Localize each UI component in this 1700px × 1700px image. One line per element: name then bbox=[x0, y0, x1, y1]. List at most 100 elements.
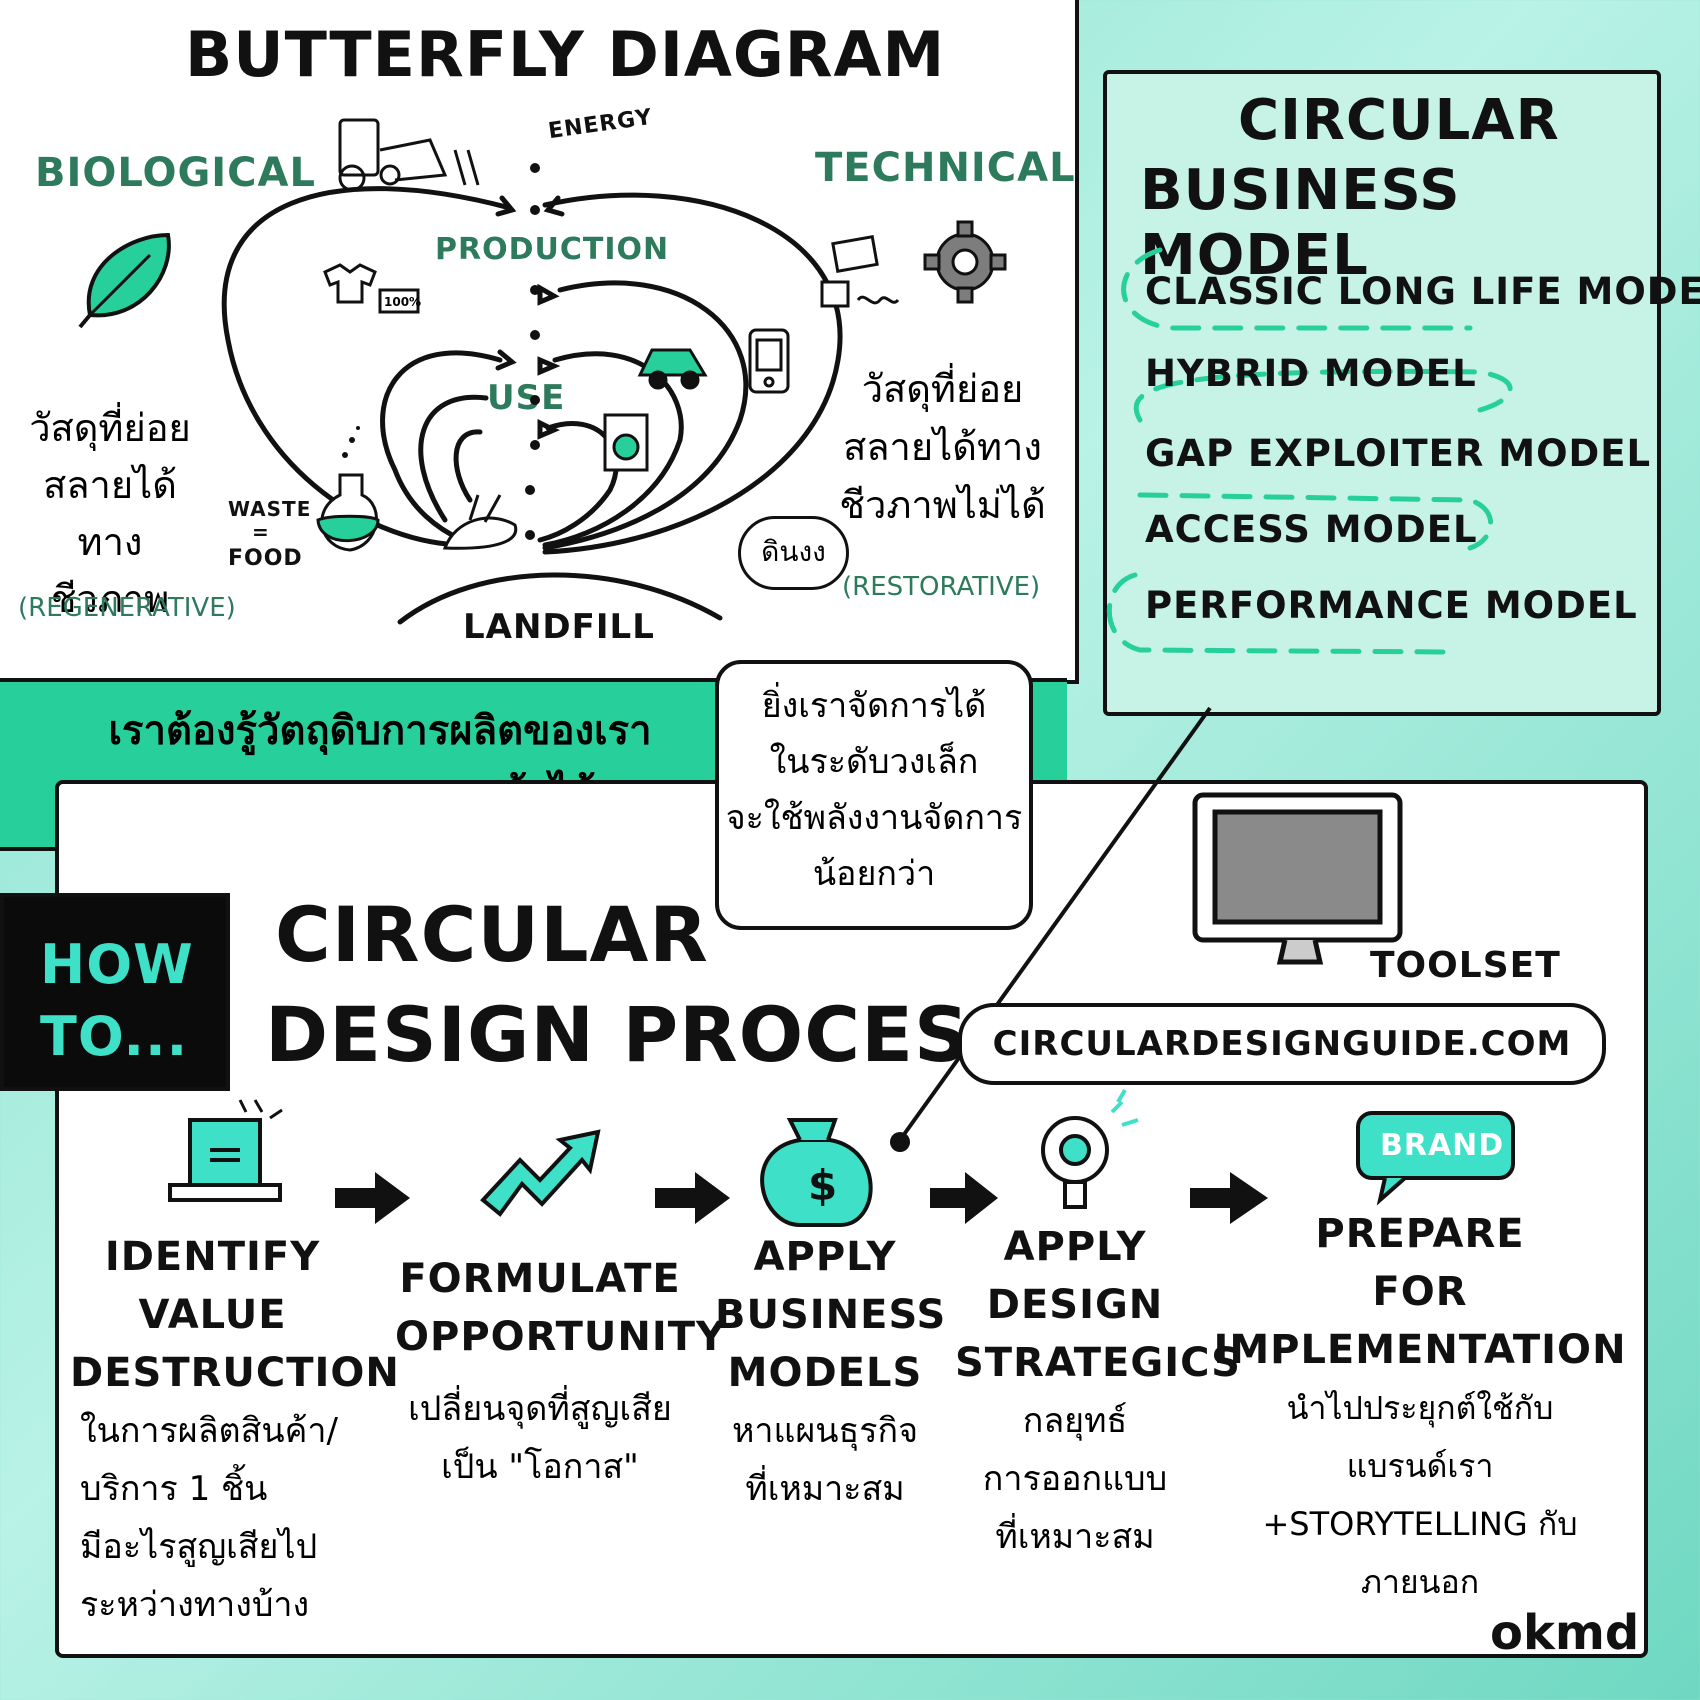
washing-machine-icon bbox=[603, 413, 649, 472]
cbm-title-line2: BUSINESS MODEL bbox=[1140, 158, 1461, 288]
how-to-box: HOW TO... bbox=[0, 893, 230, 1091]
note-line: ในระดับวงเล็ก bbox=[769, 742, 979, 782]
step-title-line: VALUE bbox=[138, 1292, 287, 1338]
step-desc-line: มีอะไรสูญเสียไป bbox=[80, 1527, 318, 1567]
biodegradable-text: วัสดุที่ย่อย สลายได้ทาง ชีวภาพ bbox=[15, 400, 205, 628]
cbm-item: PERFORMANCE MODEL bbox=[1145, 584, 1638, 627]
url-text[interactable]: CIRCULARDESIGNGUIDE.COM bbox=[992, 1024, 1572, 1064]
butterfly-panel bbox=[0, 0, 1079, 684]
flask-icon bbox=[316, 473, 380, 552]
leaf-icon bbox=[78, 232, 171, 329]
regenerative-label: (REGENERATIVE) bbox=[18, 593, 236, 623]
banner-line: เราต้องรู้วัตถุดิบการผลิตของเรา bbox=[108, 708, 652, 754]
bio-inner-loop bbox=[380, 350, 503, 543]
use-label: USE bbox=[487, 378, 566, 418]
landfill-mound bbox=[397, 572, 723, 625]
bio-small-loop bbox=[418, 394, 489, 523]
tech-thai-line: สลายได้ทาง bbox=[843, 425, 1042, 469]
device-parts-icon bbox=[820, 235, 900, 308]
tech-loop-4 bbox=[537, 421, 619, 543]
process-title-line2: DESIGN PROCESS bbox=[265, 990, 1023, 1079]
step-title: PREPARE FOR IMPLEMENTATION bbox=[1210, 1205, 1630, 1379]
step-title-line: DESTRUCTION bbox=[70, 1350, 400, 1396]
okmd-logo: okmd bbox=[1490, 1605, 1640, 1661]
equals-label: = bbox=[252, 520, 270, 544]
step-desc-line: ในการผลิตสินค้า/ bbox=[80, 1411, 338, 1451]
waste-label: WASTE bbox=[228, 497, 312, 521]
restorative-label: (RESTORATIVE) bbox=[842, 572, 1041, 602]
bio-thai-line: สลายได้ทาง bbox=[43, 463, 177, 564]
brand-tag: BRAND bbox=[1380, 1128, 1505, 1163]
step-desc-line: กลยุทธ์ bbox=[1022, 1401, 1128, 1441]
step-title: IDENTIFY VALUE DESTRUCTION bbox=[70, 1228, 400, 1402]
cbm-item: GAP EXPLOITER MODEL bbox=[1145, 432, 1652, 475]
step-business-models: APPLY BUSINESS MODELS หาแผนธุรกิจ ที่เหม… bbox=[715, 1228, 947, 1518]
step-identify: IDENTIFY VALUE DESTRUCTION ในการผลิตสินค… bbox=[70, 1228, 400, 1634]
food-label: FOOD bbox=[228, 546, 303, 571]
technical-label: TECHNICAL bbox=[815, 145, 1076, 191]
step-desc-line: ระหว่างทางบ้าง bbox=[80, 1585, 310, 1625]
tech-loop-3 bbox=[542, 351, 684, 548]
step-desc: ในการผลิตสินค้า/ บริการ 1 ชิ้น มีอะไรสูญ… bbox=[70, 1402, 355, 1634]
step-title-line: PREPARE bbox=[1315, 1211, 1525, 1257]
gear-icon bbox=[923, 220, 1007, 304]
note-line: ยิ่งเราจัดการได้ bbox=[761, 686, 987, 726]
bubbles-dots bbox=[342, 426, 360, 458]
step-title-line: FOR bbox=[1372, 1269, 1468, 1315]
soil-bubble-text: ดินงง bbox=[761, 535, 826, 568]
note-text: ยิ่งเราจัดการได้ ในระดับวงเล็ก จะใช้พลัง… bbox=[719, 664, 1029, 902]
arrowhead bbox=[543, 195, 565, 217]
biological-label: BIOLOGICAL bbox=[35, 150, 316, 196]
step-desc: กลยุทธ์ การออกแบบ ที่เหมาะสม bbox=[955, 1392, 1195, 1566]
step-title-line: IDENTIFY bbox=[104, 1234, 321, 1280]
tech-thai-line: ชีวภาพไม่ได้ bbox=[839, 483, 1046, 527]
tech-loop-2 bbox=[542, 280, 749, 551]
bio-thai-line: ชีวภาพ bbox=[50, 577, 170, 621]
arrowhead bbox=[495, 349, 517, 371]
tech-thai-line: วัสดุที่ย่อย bbox=[861, 367, 1024, 411]
percent-tag: 100% bbox=[384, 295, 421, 309]
bio-thai-line: วัสดุที่ย่อย bbox=[29, 406, 191, 450]
step-desc-line: การออกแบบ bbox=[982, 1459, 1168, 1499]
farm-icon bbox=[338, 118, 480, 192]
step-desc-line: บริการ 1 ชิ้น bbox=[80, 1469, 268, 1509]
step-title: FORMULATE OPPORTUNITY bbox=[395, 1250, 727, 1366]
step-desc-line: ที่เหมาะสม bbox=[745, 1469, 905, 1509]
tech-outer-loop bbox=[542, 192, 843, 555]
step-desc-line: แบรนด์เรา bbox=[1346, 1447, 1494, 1485]
step-title-line: DESIGN bbox=[986, 1282, 1164, 1328]
landfill-label: LANDFILL bbox=[463, 607, 655, 647]
step-title-line: STRATEGICS bbox=[955, 1340, 1241, 1386]
toolset-label: TOOLSET bbox=[1370, 945, 1561, 986]
non-biodegradable-text: วัสดุที่ย่อย สลายได้ทาง ชีวภาพไม่ได้ bbox=[835, 360, 1050, 534]
step-title: APPLY BUSINESS MODELS bbox=[715, 1228, 947, 1402]
step-title-line: IMPLEMENTATION bbox=[1213, 1327, 1627, 1373]
arrowhead bbox=[537, 418, 560, 440]
step-desc: เปลี่ยนจุดที่สูญเสีย เป็น "โอกาส" bbox=[395, 1380, 685, 1496]
arrowhead bbox=[537, 356, 561, 376]
url-link[interactable]: CIRCULARDESIGNGUIDE.COM bbox=[958, 1003, 1606, 1085]
bio-tiny-loop bbox=[453, 429, 483, 503]
step-title-line: APPLY bbox=[1003, 1224, 1147, 1270]
step-desc-line: เปลี่ยนจุดที่สูญเสีย bbox=[408, 1389, 672, 1429]
step-title-line: BUSINESS bbox=[715, 1292, 947, 1338]
step-title-line: APPLY bbox=[753, 1234, 897, 1280]
butterfly-title: BUTTERFLY DIAGRAM bbox=[185, 18, 946, 91]
note-line: จะใช้พลังงานจัดการ bbox=[725, 798, 1023, 838]
shirt-icon bbox=[323, 263, 420, 314]
cbm-title-line1: CIRCULAR bbox=[1238, 88, 1560, 153]
butterfly-diagram-svg: 100% bbox=[78, 118, 1007, 625]
energy-dots bbox=[525, 163, 540, 540]
step-title-line: MODELS bbox=[727, 1350, 923, 1396]
how-to-text: HOW TO... bbox=[40, 929, 226, 1073]
step-title-line: OPPORTUNITY bbox=[395, 1314, 727, 1360]
cbm-item: CLASSIC LONG LIFE MODEL bbox=[1145, 270, 1700, 313]
note-line: น้อยกว่า bbox=[812, 854, 936, 894]
how-to-line: TO... bbox=[40, 1005, 189, 1068]
production-label: PRODUCTION bbox=[435, 232, 670, 267]
note-speech-bubble: ยิ่งเราจัดการได้ ในระดับวงเล็ก จะใช้พลัง… bbox=[715, 660, 1033, 930]
step-desc-line: เป็น "โอกาส" bbox=[441, 1447, 639, 1487]
step-desc-line: +STORYTELLING กับภายนอก bbox=[1262, 1505, 1578, 1601]
step-desc-line: นำไปประยุกต์ใช้กับ bbox=[1286, 1389, 1554, 1427]
step-design-strategics: APPLY DESIGN STRATEGICS กลยุทธ์ การออกแบ… bbox=[955, 1218, 1241, 1566]
